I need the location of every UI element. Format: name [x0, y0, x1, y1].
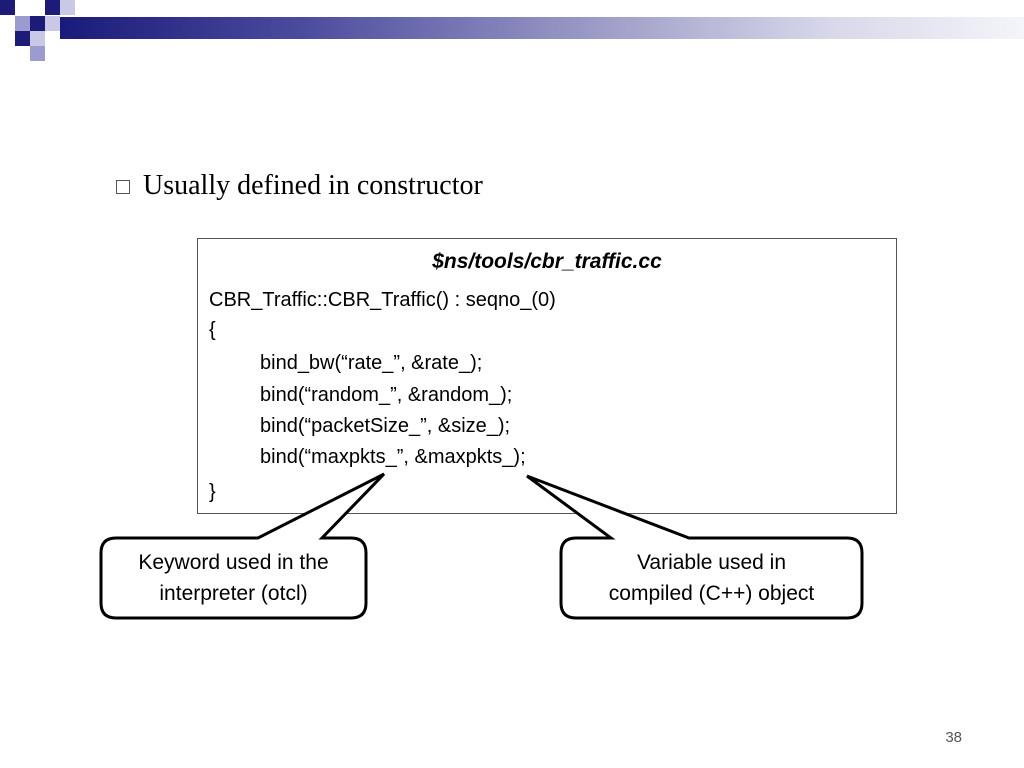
- right-callout-shape: [526, 474, 864, 620]
- callout-line: Keyword used in the: [138, 551, 329, 574]
- code-line: bind_bw(“rate_”, &rate_);: [260, 352, 483, 374]
- code-line: bind(“packetSize_”, &size_);: [260, 415, 511, 437]
- header-square: [15, 0, 30, 15]
- header-gradient-bar: [60, 17, 1024, 39]
- callout-line: Variable used in: [636, 551, 787, 574]
- header-square: [30, 16, 45, 31]
- bullet-item: Usually defined in constructor: [116, 168, 483, 204]
- callout-line: interpreter (otcl): [159, 582, 308, 605]
- code-line: {: [209, 319, 216, 341]
- bullet-text: Usually defined in constructor: [143, 170, 483, 201]
- code-line: bind(“random_”, &random_);: [260, 384, 513, 406]
- code-file-title: $ns/tools/cbr_traffic.cc: [432, 250, 662, 273]
- header-square: [60, 0, 75, 15]
- header-square: [30, 31, 45, 46]
- header-square: [15, 31, 30, 46]
- header-square: [0, 0, 15, 15]
- header-square: [45, 16, 60, 31]
- code-listing-box: $ns/tools/cbr_traffic.cc CBR_Traffic::CB…: [197, 238, 897, 514]
- header-square: [15, 16, 30, 31]
- code-line: CBR_Traffic::CBR_Traffic() : seqno_(0): [209, 289, 556, 311]
- header-square: [0, 31, 15, 46]
- right-callout-text: Variable used in compiled (C++) object: [561, 547, 862, 609]
- header-square: [30, 46, 45, 61]
- code-line: }: [209, 481, 216, 503]
- code-line: bind(“maxpkts_”, &maxpkts_);: [260, 446, 526, 468]
- square-bullet-icon: [116, 180, 130, 194]
- left-callout-text: Keyword used in the interpreter (otcl): [101, 547, 366, 609]
- callout-line: compiled (C++) object: [608, 582, 815, 605]
- left-callout-shape: [99, 472, 386, 620]
- page-number: 38: [945, 729, 962, 746]
- header-square: [45, 0, 60, 15]
